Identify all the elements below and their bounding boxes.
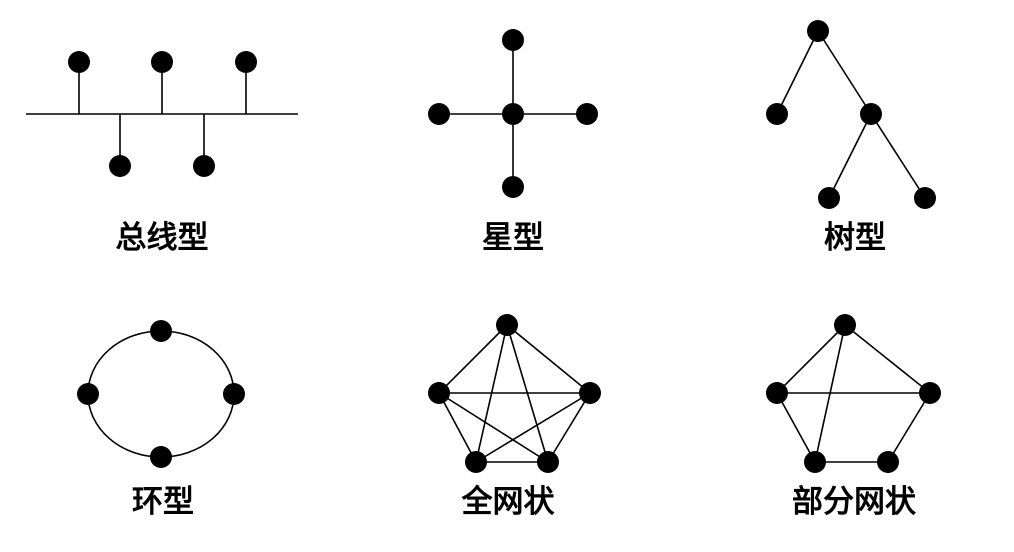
- bus-topology: [26, 51, 298, 177]
- ring-node: [77, 383, 99, 405]
- partial-mesh-link: [776, 392, 816, 463]
- bus-topology-label: 总线型: [115, 220, 209, 256]
- partial-mesh-node: [919, 382, 941, 404]
- tree-node: [860, 103, 882, 125]
- ring-link: [87, 330, 235, 458]
- mesh-node: [537, 451, 559, 473]
- mesh-link: [475, 392, 591, 463]
- star-topology-label: 星型: [482, 220, 544, 256]
- tree-topology: [766, 20, 936, 209]
- star-topology: [428, 29, 598, 198]
- star-hub-node: [502, 103, 524, 125]
- mesh-node: [465, 451, 487, 473]
- mesh-link: [547, 392, 591, 463]
- full-mesh-topology-label: 全网状: [461, 484, 555, 520]
- mesh-node: [579, 382, 601, 404]
- partial-mesh-node: [804, 451, 826, 473]
- bus-node: [68, 51, 90, 73]
- mesh-node: [428, 382, 450, 404]
- star-node: [502, 29, 524, 51]
- partial-mesh-node: [766, 382, 788, 404]
- mesh-node: [496, 314, 518, 336]
- star-node: [428, 103, 450, 125]
- bus-node: [109, 155, 131, 177]
- partial-mesh-link: [844, 324, 931, 394]
- tree-node: [818, 187, 840, 209]
- partial-mesh-topology-label: 部分网状: [792, 484, 916, 520]
- mesh-link: [438, 392, 549, 463]
- full-mesh-topology: [428, 314, 601, 473]
- tree-link: [776, 30, 819, 115]
- star-node: [576, 103, 598, 125]
- tree-node: [766, 103, 788, 125]
- tree-root-node: [807, 20, 829, 42]
- ring-topology: [77, 320, 245, 468]
- tree-topology-label: 树型: [824, 220, 886, 256]
- ring-node: [150, 320, 172, 342]
- partial-mesh-node: [834, 314, 856, 336]
- bus-node: [193, 155, 215, 177]
- mesh-link: [506, 324, 591, 394]
- bus-node: [151, 51, 173, 73]
- tree-link: [817, 30, 872, 115]
- bus-node: [235, 51, 257, 73]
- tree-link: [870, 113, 926, 199]
- partial-mesh-node: [877, 451, 899, 473]
- ring-node: [150, 446, 172, 468]
- mesh-link: [438, 324, 508, 394]
- mesh-link: [438, 392, 477, 463]
- tree-link: [828, 113, 872, 199]
- tree-node: [914, 187, 936, 209]
- ring-topology-label: 环型: [132, 484, 194, 520]
- ring-node: [223, 383, 245, 405]
- star-node: [502, 176, 524, 198]
- partial-mesh-link: [887, 392, 931, 463]
- partial-mesh-topology: [766, 314, 941, 473]
- partial-mesh-link: [776, 324, 846, 394]
